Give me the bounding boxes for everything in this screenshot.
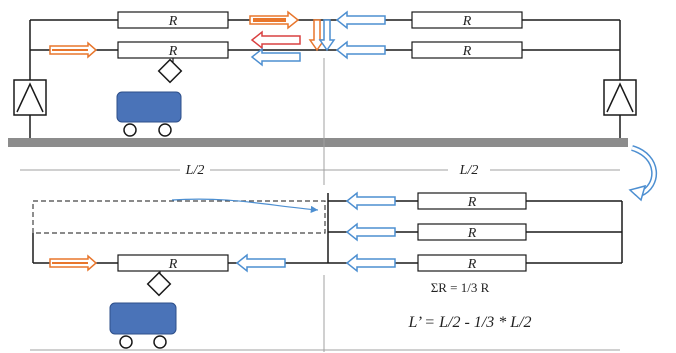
arrow-blue [345, 222, 396, 242]
arrow-blue [250, 47, 301, 67]
resistor-parallel-3 [417, 254, 527, 272]
arrow-blue [335, 40, 386, 60]
sum-resistance-label: ΣR = 1/3 R [431, 280, 490, 295]
resistor-label: R [462, 44, 472, 59]
half-length-left: L/2 [185, 163, 205, 178]
top-circuit: R R R R [8, 10, 637, 185]
resistor-parallel-1 [417, 192, 527, 210]
shift-arrow [171, 198, 319, 213]
arrow-orange [49, 41, 98, 59]
half-length-right: L/2 [459, 163, 479, 178]
resistor-top-right-lower [411, 41, 523, 59]
arrow-orange [49, 254, 98, 272]
sensor-diamond-icon [146, 271, 172, 297]
sensor-diamond-icon [157, 58, 183, 84]
arrow-orange-down [308, 19, 326, 52]
resistor-label: R [462, 14, 472, 29]
resistor-label: R [168, 44, 178, 59]
resistor-top-left-upper [117, 11, 229, 29]
arrow-blue [345, 191, 396, 211]
rail [8, 138, 628, 147]
cart-icon [116, 91, 182, 137]
resistor-parallel-2 [417, 223, 527, 241]
removed-segment-box [32, 200, 326, 234]
arrow-orange [249, 10, 300, 30]
cart-icon [109, 302, 177, 349]
resistor-top-right-upper [411, 11, 523, 29]
length-equation: L’ = L/2 - 1/3 * L/2 [407, 314, 531, 331]
arrow-blue-down [318, 19, 336, 52]
resistor-label: R [467, 195, 477, 210]
curved-arrow-icon [628, 145, 658, 202]
bottom-circuit: R R R R [30, 191, 623, 352]
arrow-blue [335, 10, 386, 30]
resistor-bottom-left [117, 254, 229, 272]
anchor-triangle-icon [13, 79, 47, 116]
resistor-label: R [467, 226, 477, 241]
resistor-label: R [168, 14, 178, 29]
resistor-label: R [168, 257, 178, 272]
arrow-blue [235, 253, 286, 273]
resistor-label: R [467, 257, 477, 272]
arrow-red [250, 30, 301, 50]
anchor-triangle-icon [603, 79, 637, 116]
arrow-blue [345, 253, 396, 273]
